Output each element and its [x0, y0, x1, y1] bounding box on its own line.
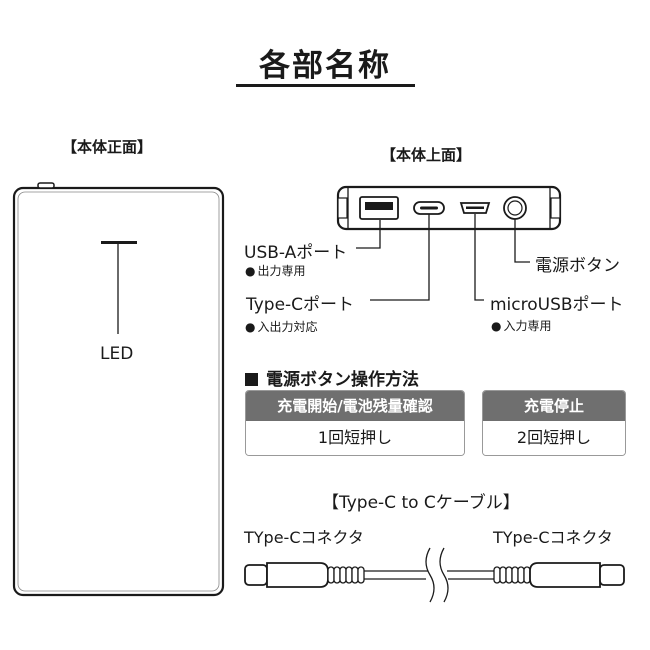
usb-a-label: USB-Aポート [244, 243, 348, 263]
type-c-port-icon [413, 201, 445, 215]
operation-card-body: 1回短押し [246, 421, 464, 455]
right-connector-label: TYpe-Cコネクタ [493, 528, 613, 547]
operation-card-charge-stop: 充電停止 2回短押し [482, 390, 626, 456]
operations-heading: 電源ボタン操作方法 [245, 365, 419, 390]
power-bank-front [12, 182, 225, 597]
left-connector-label: TYpe-Cコネクタ [244, 528, 364, 547]
title-underline [236, 84, 415, 87]
power-button-icon [503, 196, 527, 220]
micro-usb-port-icon [459, 202, 491, 214]
type-c-label: Type-Cポート [246, 295, 355, 315]
operation-card-head: 充電停止 [483, 391, 625, 421]
usb-a-port-icon [359, 196, 399, 220]
top-heading: 【本体上面】 [381, 146, 472, 164]
led-indicator [101, 241, 137, 334]
page-title: 各部名称 [259, 48, 391, 84]
type-c-leader [370, 214, 430, 301]
operation-card-head: 充電開始/電池残量確認 [246, 391, 464, 421]
front-heading: 【本体正面】 [62, 138, 153, 156]
cable-drawing [244, 547, 625, 603]
power-button-leader [514, 219, 530, 263]
type-c-note: 入出力対応 [245, 318, 317, 335]
usb-a-leader [356, 220, 381, 249]
operation-card-body: 2回短押し [483, 421, 625, 455]
usb-a-note: 出力専用 [245, 262, 305, 279]
square-bullet-icon [245, 373, 258, 386]
operations-heading-text: 電源ボタン操作方法 [266, 370, 419, 390]
micro-usb-note: 入力専用 [491, 317, 551, 334]
operation-card-charge-start: 充電開始/電池残量確認 1回短押し [245, 390, 465, 456]
micro-usb-leader [474, 214, 484, 301]
micro-usb-label: microUSBポート [490, 295, 624, 315]
led-label: LED [100, 344, 134, 364]
cable-heading: 【Type-C to Cケーブル】 [322, 493, 520, 513]
power-button-label: 電源ボタン [535, 256, 620, 276]
